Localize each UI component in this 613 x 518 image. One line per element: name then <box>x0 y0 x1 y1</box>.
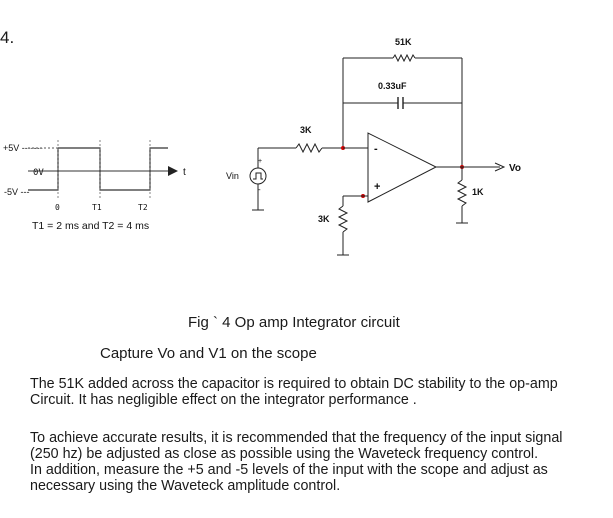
load-resistor-icon <box>456 179 468 207</box>
output-label: Vo <box>509 163 521 174</box>
stability-paragraph: The 51K added across the capacitor is re… <box>30 376 558 408</box>
paragraph-line: To achieve accurate results, it is recom… <box>30 430 563 446</box>
integrator-figure: +5V ------- 0V -5V --- t 0 T1 T2 T1 = 2 … <box>3 37 521 256</box>
source-square-icon <box>253 172 263 180</box>
load-resistor-label: 1K <box>472 187 484 197</box>
t1-label: T1 <box>92 203 102 212</box>
t2-label: T2 <box>138 203 148 212</box>
axis-zero-label: 0 <box>55 203 60 212</box>
paragraph-line: Circuit. It has negligible effect on the… <box>30 392 417 408</box>
vin-label: Vin <box>226 171 239 181</box>
input-resistor-label: 3K <box>300 125 312 135</box>
input-resistor-icon <box>295 142 323 154</box>
paragraph-line: necessary using the Waveteck amplitude c… <box>30 478 341 494</box>
ground-resistor-label: 3K <box>318 214 330 224</box>
time-axis-arrow <box>168 166 178 176</box>
paragraph-line: In addition, measure the +5 and -5 level… <box>30 462 548 478</box>
time-label: t <box>183 167 186 178</box>
capture-instruction: Capture Vo and V1 on the scope <box>100 345 317 362</box>
signal-source-icon <box>249 167 267 185</box>
capacitor-label: 0.33uF <box>378 81 407 91</box>
op-amp-circuit: Vin + - 3K 51K 0.33uF - + <box>226 37 521 256</box>
output-arrow <box>494 162 506 172</box>
figure-caption: Fig ` 4 Op amp Integrator circuit <box>188 314 400 331</box>
paragraph-line: (250 hz) be adjusted as close as possibl… <box>30 446 539 462</box>
timing-note: T1 = 2 ms and T2 = 4 ms <box>32 220 149 232</box>
inverting-sign: - <box>374 143 378 155</box>
noninverting-sign: + <box>374 181 380 193</box>
feedback-resistor-label: 51K <box>395 37 412 47</box>
paragraph-line: The 51K added across the capacitor is re… <box>30 376 558 392</box>
feedback-resistor-icon <box>392 53 416 63</box>
ground-resistor-icon <box>337 205 349 233</box>
minus-5v-label: -5V --- <box>4 187 30 197</box>
source-plus-sign: + <box>258 158 262 165</box>
plus-5v-label: +5V ------- <box>3 143 43 153</box>
square-wave-graph: +5V ------- 0V -5V --- t 0 T1 T2 T1 = 2 … <box>3 140 186 232</box>
source-minus-sign: - <box>258 185 261 194</box>
op-amp-triangle <box>367 132 438 203</box>
square-wave <box>58 147 168 191</box>
zero-volt-label: 0V <box>33 168 44 178</box>
accuracy-paragraph: To achieve accurate results, it is recom… <box>30 430 562 494</box>
problem-number: 4. <box>0 28 15 47</box>
